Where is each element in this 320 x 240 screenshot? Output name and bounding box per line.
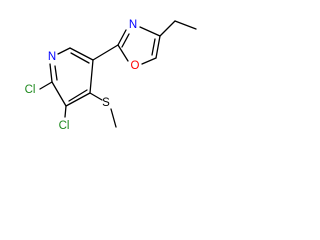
bond-n-c2-inner <box>54 65 58 81</box>
bond-c3-cl <box>64 105 67 118</box>
bond-o-c2-ox <box>117 44 129 62</box>
oxazole-ring <box>117 26 161 65</box>
bond-c3-c4 <box>65 92 91 107</box>
bond-pyridine-oxazole <box>92 44 119 61</box>
bond-c5-c6 <box>69 47 94 61</box>
atom-n-oxazole: N <box>129 19 137 31</box>
molecule-drawing: N Cl Cl S N O <box>25 19 197 132</box>
bond-ethyl-methyl <box>174 20 197 30</box>
bond-c4-c5-ox-inner <box>151 38 156 56</box>
bond-c5-o-ox <box>141 57 157 65</box>
bond-c2-cl <box>39 81 53 90</box>
bond-c4-c5 <box>89 59 94 94</box>
bond-c4-s <box>89 92 103 101</box>
bond-n-c2 <box>49 63 53 83</box>
atom-n-pyridine: N <box>48 51 56 63</box>
bond-n-c4-ox <box>139 26 161 37</box>
ethyl-group <box>159 20 197 37</box>
bond-c4-c5-ox <box>155 35 161 59</box>
pyridine-ring <box>49 47 94 107</box>
bond-c5-c6-inner <box>70 52 90 64</box>
bond-c2-n-ox <box>117 29 127 46</box>
substituent-bonds <box>39 44 119 128</box>
bond-c6-n <box>57 47 71 55</box>
atom-s: S <box>102 97 110 109</box>
atom-o-oxazole: O <box>131 60 140 72</box>
bond-c2-n-ox-inner <box>121 33 130 48</box>
bond-s-methyl <box>110 108 117 128</box>
bond-c2-c3 <box>51 81 67 107</box>
bond-c5-ethyl <box>159 20 176 37</box>
atom-cl-bottom: Cl <box>59 120 70 132</box>
atom-cl-top: Cl <box>25 84 36 96</box>
structure-canvas: N Cl Cl S N O <box>0 0 207 138</box>
bond-c3-c4-inner <box>68 89 88 102</box>
